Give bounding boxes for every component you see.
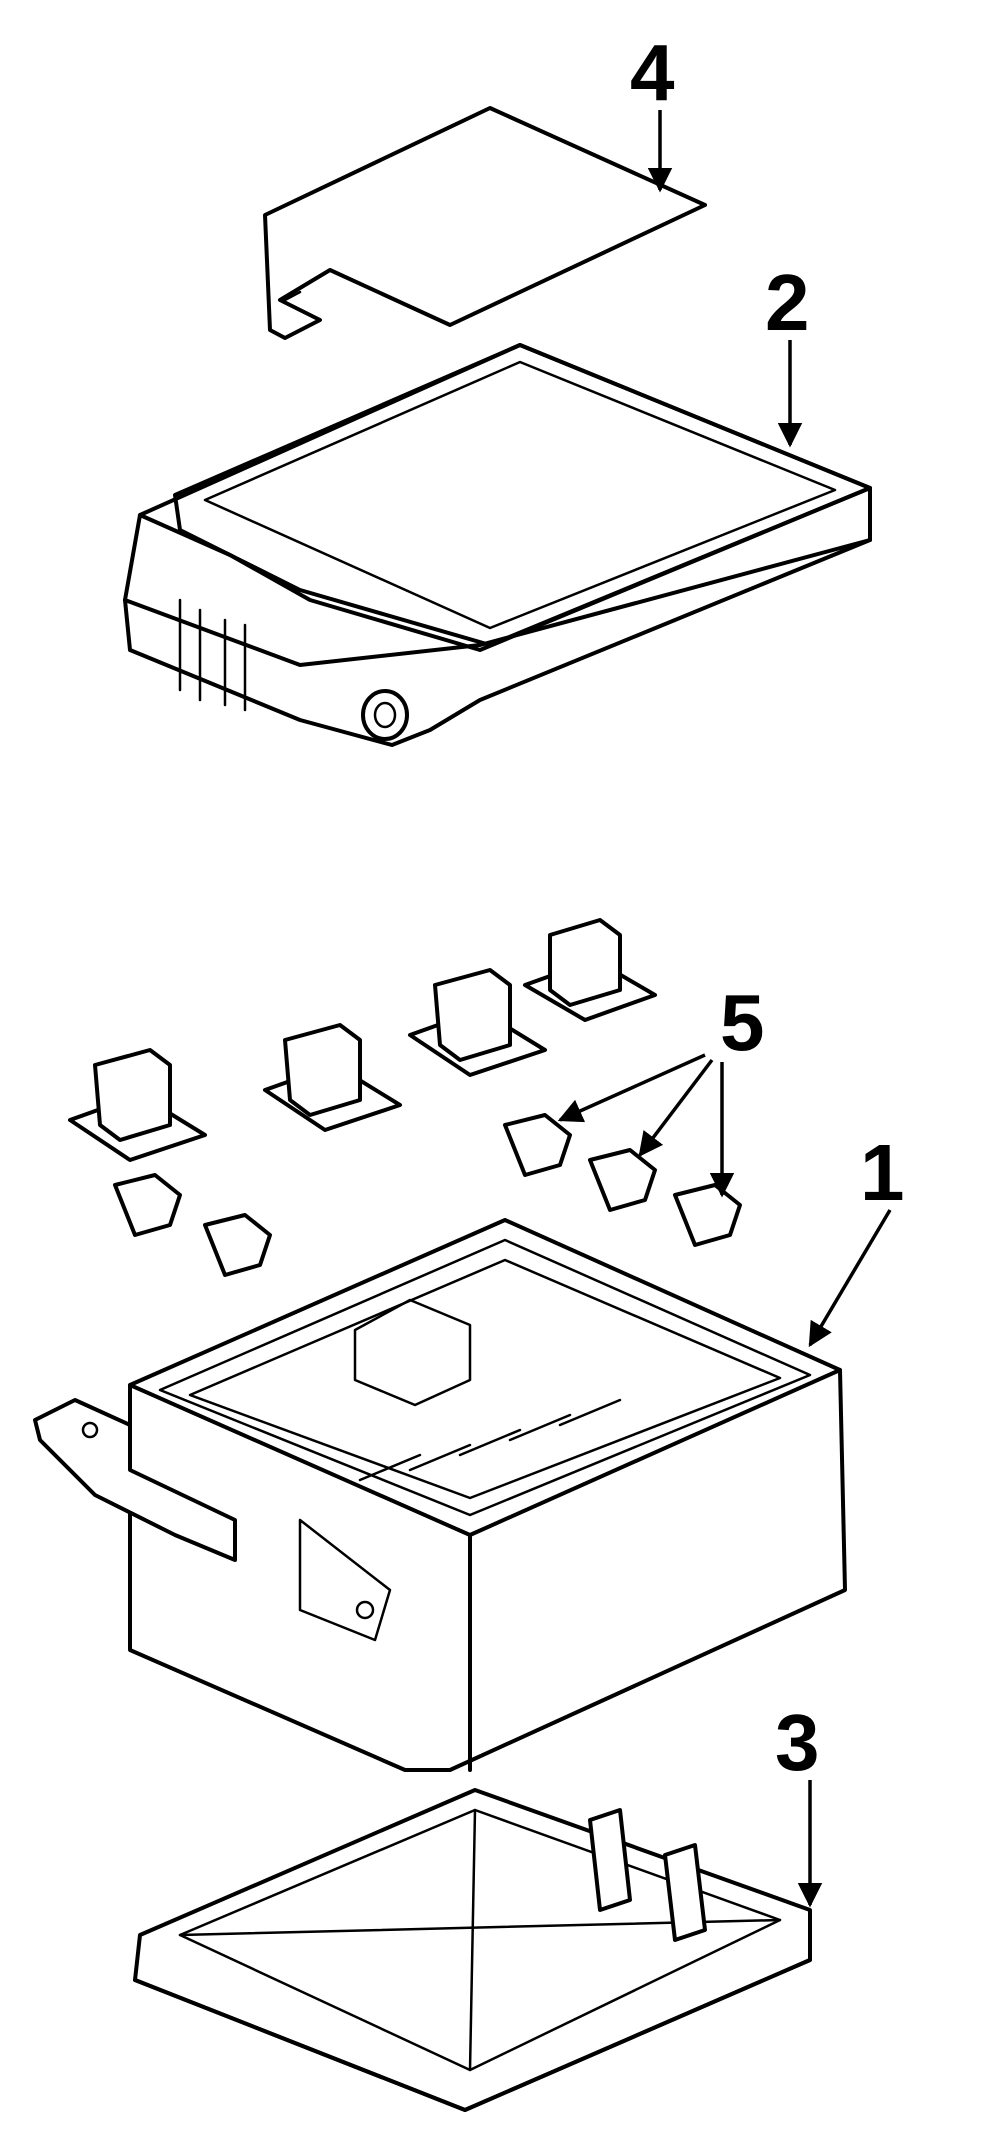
relay-3 [408,968,547,1077]
relay-1 [68,1048,207,1162]
callout-5-arrow-a [557,1053,706,1123]
part-4-gasket [263,106,707,340]
callout-1-arrow [808,1209,892,1348]
part-1-fuse-box [33,1218,847,1772]
part-5-connector-b [588,1148,657,1212]
connector-d [113,1173,182,1237]
relay-2 [263,1023,402,1132]
part-5-connector-c [673,1183,742,1247]
callout-2-label: 2 [765,258,810,347]
callout-4-label: 4 [630,28,675,117]
part-2-cover [123,343,872,747]
part-5-connector-a [503,1113,572,1177]
callout-5-arrow-b [638,1058,714,1157]
callout-5-label: 5 [720,978,765,1067]
callout-1-label: 1 [860,1128,905,1217]
callout-3-label: 3 [775,1698,820,1787]
connector-e [203,1213,272,1277]
relay-4 [523,918,657,1022]
part-3-tray [133,1788,812,2112]
